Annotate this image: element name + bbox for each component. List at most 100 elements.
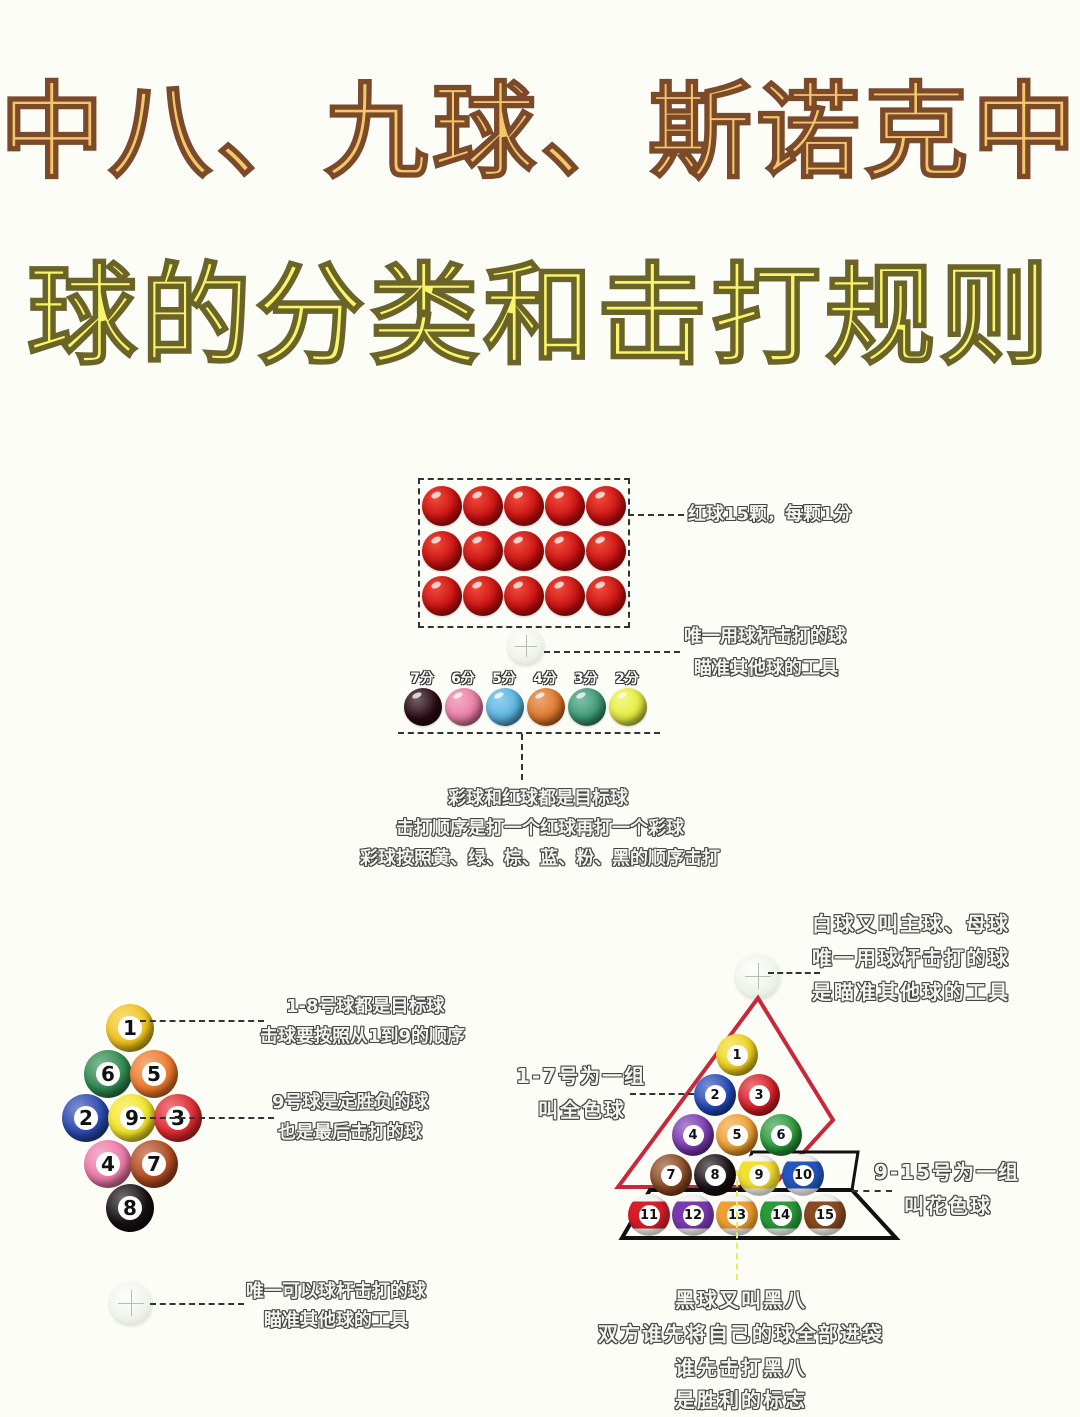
eight-cue-connector — [768, 972, 820, 974]
black-ball-icon — [404, 688, 442, 726]
snooker-cue-label-1: 唯一用球杆击打的球 — [684, 626, 846, 647]
rack-ball-4-icon: 4 — [672, 1114, 714, 1156]
solids-connector — [630, 1093, 694, 1095]
ball-number: 9 — [748, 1164, 770, 1186]
ball-number: 2 — [74, 1106, 98, 1130]
ball-number: 6 — [770, 1124, 792, 1146]
solids-label-1: 1-7号为一组 — [516, 1064, 647, 1088]
rack-ball-1-icon: 1 — [716, 1034, 758, 1076]
nine-nine-label-2: 也是最后击打的球 — [278, 1122, 422, 1143]
pink-ball-icon — [445, 688, 483, 726]
snooker-rule-1: 彩球和红球都是目标球 — [448, 788, 628, 809]
ball-number: 14 — [770, 1204, 792, 1226]
snooker-rule-2: 击打顺序是打一个红球再打一个彩球 — [396, 818, 684, 839]
ball-number: 15 — [814, 1204, 836, 1226]
points-label: 3分 — [574, 671, 598, 687]
red-ball-icon — [545, 486, 585, 526]
red-ball-icon — [422, 531, 462, 571]
brown-ball-icon — [527, 688, 565, 726]
red-ball-icon — [504, 531, 544, 571]
red-ball-icon — [504, 576, 544, 616]
red-balls-box — [418, 478, 630, 628]
ball-number: 7 — [142, 1152, 166, 1176]
rack-ball-12-icon: 12 — [672, 1194, 714, 1236]
nine-target-label-2: 击球要按照从1到9的顺序 — [260, 1026, 466, 1047]
red-ball-icon — [463, 576, 503, 616]
nine-ball-8-icon: 8 — [106, 1184, 154, 1232]
eight-cue-label-3: 是瞄准其他球的工具 — [812, 980, 1010, 1004]
snooker-rule-3: 彩球按照黄、绿、棕、蓝、粉、黑的顺序击打 — [360, 848, 720, 869]
rack-ball-9-icon: 9 — [738, 1154, 780, 1196]
snooker-cue-label-2: 瞄准其他球的工具 — [694, 658, 838, 679]
black-label-4: 是胜利的标志 — [675, 1388, 807, 1412]
ball-number: 7 — [660, 1164, 682, 1186]
rack-ball-8-icon: 8 — [694, 1154, 736, 1196]
nine-ball-2-icon: 2 — [62, 1094, 110, 1142]
nine-cue-label-1: 唯一可以球杆击打的球 — [246, 1281, 426, 1302]
green-ball-icon — [568, 688, 606, 726]
ball-number: 12 — [682, 1204, 704, 1226]
rack-ball-14-icon: 14 — [760, 1194, 802, 1236]
nine-ball-5-icon: 5 — [130, 1050, 178, 1098]
title-line-1: 中八、九球、斯诺克中 — [0, 71, 1080, 193]
points-label: 7分 — [410, 671, 434, 687]
rack-ball-7-icon: 7 — [650, 1154, 692, 1196]
rack-ball-11-icon: 11 — [628, 1194, 670, 1236]
eight-cue-label-1: 白球又叫主球、母球 — [812, 912, 1010, 936]
rules-connector — [521, 734, 523, 780]
ball-number: 5 — [726, 1124, 748, 1146]
nine-ball-1-icon: 1 — [106, 1004, 154, 1052]
ball-number: 8 — [704, 1164, 726, 1186]
stripes-label-1: 9-15号为一组 — [874, 1160, 1021, 1184]
eight-cue-label-2: 唯一用球杆击打的球 — [812, 946, 1010, 970]
points-label: 4分 — [533, 671, 557, 687]
red-ball-icon — [586, 576, 626, 616]
nine-ball-7-icon: 7 — [130, 1140, 178, 1188]
red-ball-icon — [586, 486, 626, 526]
rack-ball-2-icon: 2 — [694, 1074, 736, 1116]
red-balls-label: 红球15颗，每颗1分 — [688, 504, 852, 525]
nine-cue-label-2: 瞄准其他球的工具 — [264, 1310, 408, 1331]
ball-number: 6 — [96, 1062, 120, 1086]
ball-number: 4 — [682, 1124, 704, 1146]
nine-cue-ball-icon — [110, 1282, 152, 1324]
red-ball-icon — [504, 486, 544, 526]
points-label: 6分 — [451, 671, 475, 687]
red-ball-icon — [463, 531, 503, 571]
nine-cue-connector — [150, 1303, 244, 1305]
black-label-2: 双方谁先将自己的球全部进袋 — [598, 1322, 884, 1346]
ball-number: 11 — [638, 1204, 660, 1226]
snooker-cue-connector — [544, 651, 680, 653]
nine-ball-6-icon: 6 — [84, 1050, 132, 1098]
nine-nine-connector — [140, 1117, 274, 1119]
black-ball-connector — [736, 1170, 738, 1280]
solids-label-2: 叫全色球 — [538, 1098, 626, 1122]
ball-number: 8 — [118, 1196, 142, 1220]
nine-nine-label-1: 9号球是定胜负的球 — [272, 1092, 429, 1113]
black-label-1: 黑球又叫黑八 — [675, 1288, 807, 1312]
snooker-cue-ball-icon — [508, 628, 544, 664]
rack-ball-5-icon: 5 — [716, 1114, 758, 1156]
ball-number: 1 — [118, 1016, 142, 1040]
red-ball-icon — [422, 486, 462, 526]
ball-number: 3 — [748, 1084, 770, 1106]
stripes-connector — [852, 1190, 892, 1192]
eight-cue-ball-icon — [736, 954, 780, 998]
red-ball-icon — [422, 576, 462, 616]
nine-ball-4-icon: 4 — [84, 1140, 132, 1188]
ball-number: 2 — [704, 1084, 726, 1106]
colored-balls-baseline — [398, 732, 660, 734]
rack-ball-6-icon: 6 — [760, 1114, 802, 1156]
nine-target-label-1: 1-8号球都是目标球 — [286, 996, 445, 1017]
ball-number: 10 — [792, 1164, 814, 1186]
rack-ball-3-icon: 3 — [738, 1074, 780, 1116]
blue-ball-icon — [486, 688, 524, 726]
red-ball-icon — [586, 531, 626, 571]
stripes-label-2: 叫花色球 — [904, 1194, 992, 1218]
ball-number: 5 — [142, 1062, 166, 1086]
nine-target-connector — [140, 1020, 264, 1022]
black-label-3: 谁先击打黑八 — [675, 1356, 807, 1380]
red-ball-icon — [545, 531, 585, 571]
rack-ball-10-icon: 10 — [782, 1154, 824, 1196]
title-line-2: 球的分类和击打规则 — [26, 251, 1053, 381]
